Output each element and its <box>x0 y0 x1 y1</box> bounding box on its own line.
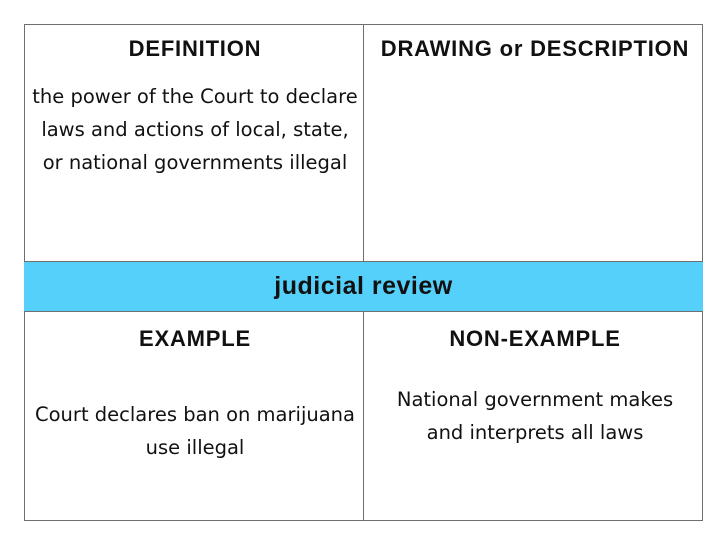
example-text: Court declares ban on marijuana use ille… <box>35 403 355 459</box>
term-band: judicial review <box>24 261 703 312</box>
non-example-heading: NON-EXAMPLE <box>449 326 621 351</box>
definition-text: the power of the Court to declare laws a… <box>32 85 358 174</box>
drawing-heading: DRAWING or DESCRIPTION <box>380 36 690 61</box>
non-example-text: National government makes and interprets… <box>396 388 674 444</box>
example-heading: EXAMPLE <box>139 326 251 351</box>
term-label: judicial review <box>274 272 453 300</box>
vertical-divider-bottom <box>363 312 364 521</box>
definition-heading: DEFINITION <box>128 36 262 61</box>
vertical-divider-top <box>363 24 364 261</box>
